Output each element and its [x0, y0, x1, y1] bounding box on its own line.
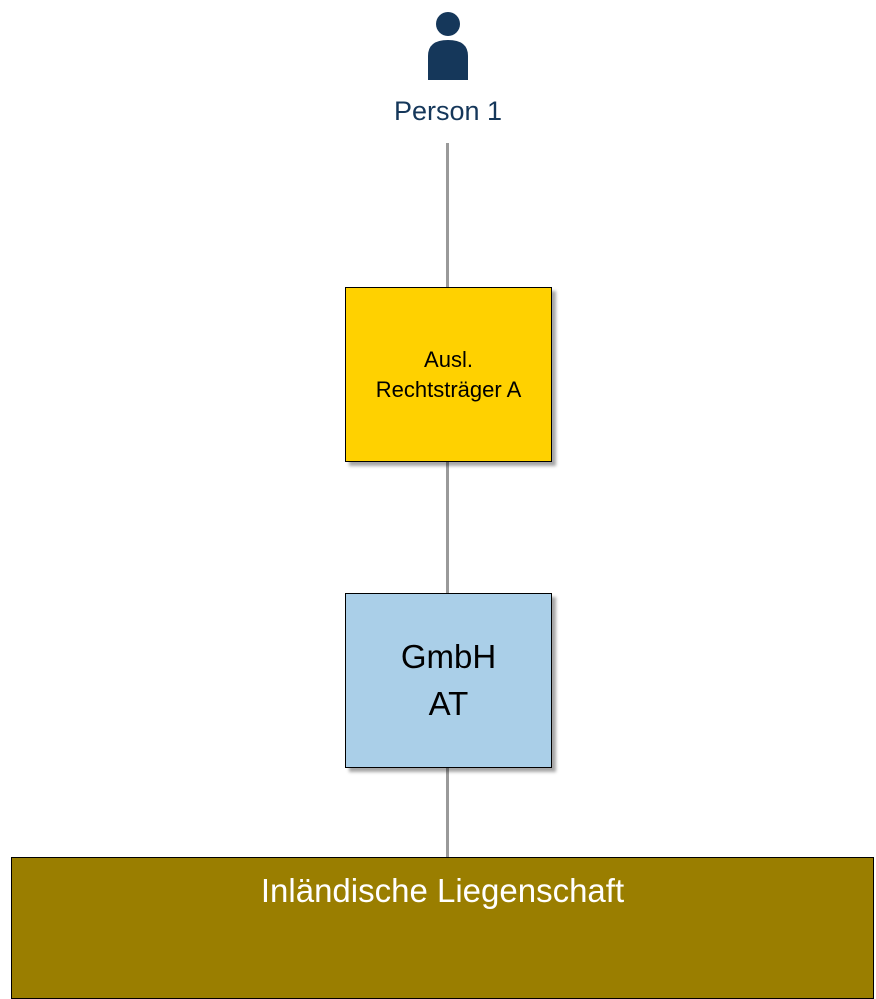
foreign-entity-line2: Rechtsträger A [375, 376, 522, 402]
foreign-entity-text: Ausl. Rechtsträger A [376, 345, 522, 404]
gmbh-box: GmbH AT [345, 593, 552, 768]
connector-entity-a-to-gmbh [446, 460, 449, 594]
person-icon [428, 12, 468, 80]
gmbh-text: GmbH AT [401, 634, 496, 726]
person-label: Person 1 [393, 96, 503, 126]
property-bar: Inländische Liegenschaft [11, 857, 874, 999]
connector-person-to-entity-a [446, 143, 449, 288]
connector-gmbh-to-property [446, 766, 449, 858]
property-label: Inländische Liegenschaft [260, 872, 625, 909]
gmbh-line2: AT [428, 684, 469, 722]
gmbh-line1: GmbH [400, 638, 497, 676]
foreign-entity-line1: Ausl. [424, 346, 473, 372]
foreign-entity-box: Ausl. Rechtsträger A [345, 287, 552, 462]
